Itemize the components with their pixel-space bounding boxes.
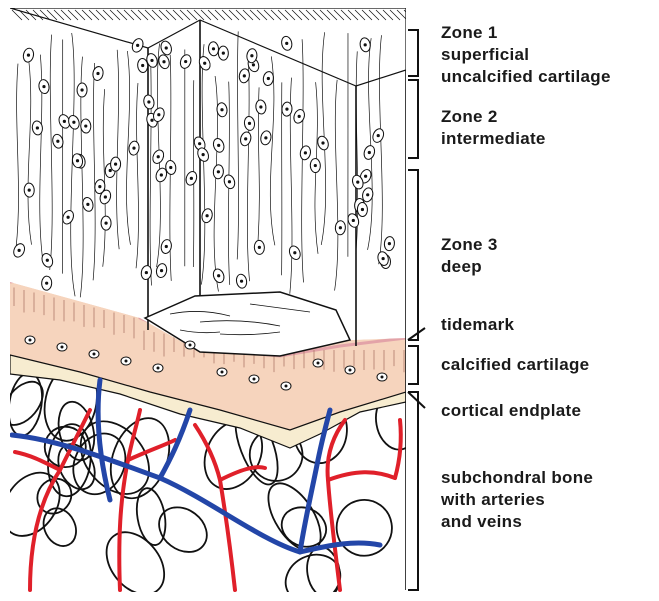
chondrocyte-cell [57,343,67,351]
chondrocyte-cell [254,240,265,255]
zone2-subtitle: intermediate [441,129,546,148]
zone3-subtitle: deep [441,257,482,276]
chondrocyte-cell [377,373,387,381]
labels: Zone 1 superficial uncalcified cartilage… [440,23,611,531]
chondrocyte-cell [77,83,87,97]
chondrocyte-cell [25,336,35,344]
zone1-title: Zone 1 [441,23,498,42]
zone3-title: Zone 3 [441,235,498,254]
zone1-subtitle: superficial [441,45,529,64]
chondrocyte-cell [345,366,355,374]
chondrocyte-cell [217,368,227,376]
chondrocyte-cell [101,216,111,230]
cartilage-cross-section-illustration [0,8,435,601]
subchondral-bone-label-line3: and veins [441,512,522,531]
subchondral-bone-label-line2: with arteries [440,490,545,509]
chondrocyte-cell [218,46,228,60]
chondrocyte-cell [335,220,346,235]
chondrocyte-cell [153,364,163,372]
chondrocyte-cell [357,202,368,216]
subchondral-bone-label-line1: subchondral bone [441,468,593,487]
chondrocyte-cell [110,157,120,171]
chondrocyte-cell [121,357,131,365]
cortical-endplate-label: cortical endplate [441,401,581,420]
chondrocyte-cell [185,341,195,349]
chondrocyte-cell [249,375,259,383]
chondrocyte-cell [310,158,321,172]
chondrocyte-cell [41,276,52,290]
tidemark-label: tidemark [441,315,515,334]
chondrocyte-cell [24,183,35,198]
calcified-cartilage-label: calcified cartilage [441,355,589,374]
chondrocyte-cell [281,382,291,390]
zone1-description: uncalcified cartilage [441,67,611,86]
chondrocyte-cell [89,350,99,358]
zone-brackets [408,30,425,590]
zone2-title: Zone 2 [441,107,498,126]
chondrocyte-cell [313,359,323,367]
